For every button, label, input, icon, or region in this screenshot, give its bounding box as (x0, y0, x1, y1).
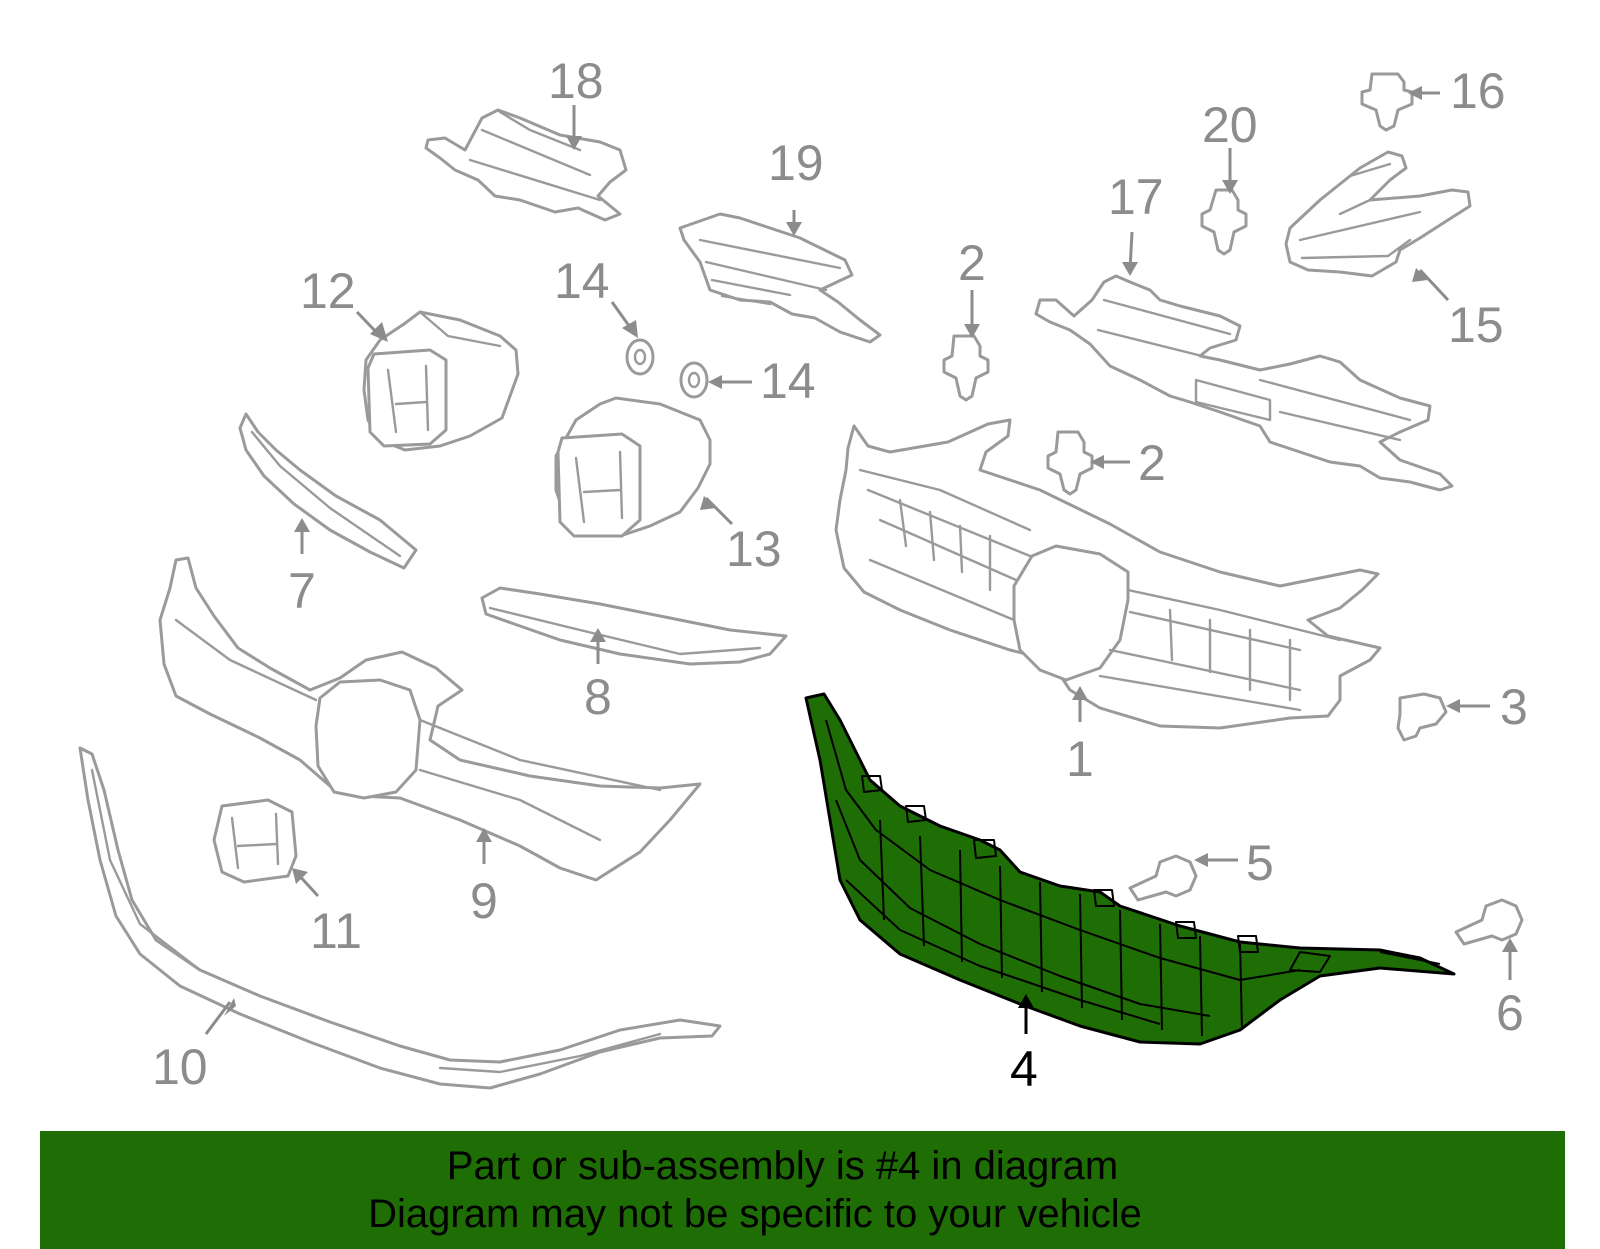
part-14-washer-b (679, 361, 709, 399)
callout-19: 19 (768, 135, 824, 191)
callout-7: 7 (288, 563, 316, 619)
part-16-clip (1360, 72, 1414, 132)
part-10-trim (78, 746, 722, 1090)
part-15-bracket (1284, 150, 1472, 278)
callout-14-upper: 14 (554, 253, 610, 309)
callout-6: 6 (1496, 985, 1524, 1041)
callout-4-highlighted: 4 (1010, 1041, 1038, 1097)
callout-11: 11 (310, 903, 362, 959)
part-18-bracket (424, 108, 628, 222)
callout-10: 10 (152, 1039, 208, 1095)
part-2-clip-lower (1046, 430, 1094, 496)
part-11-emblem (212, 798, 298, 884)
callout-3: 3 (1500, 679, 1528, 735)
callout-18: 18 (548, 53, 604, 109)
callout-16: 16 (1450, 63, 1506, 119)
part-7-trim (238, 412, 418, 570)
callout-17: 17 (1108, 169, 1164, 225)
banner-line-disclaimer: Diagram may not be specific to your vehi… (368, 1192, 1142, 1236)
callout-20: 20 (1202, 97, 1258, 153)
part-12-emblem-housing (362, 310, 520, 452)
part-6-bolt (1454, 898, 1524, 946)
callout-12: 12 (300, 263, 356, 319)
callout-14-lower: 14 (760, 353, 816, 409)
callout-labels: 18 19 16 20 17 2 12 14 14 15 2 13 7 3 8 … (152, 53, 1528, 1097)
part-8-trim (480, 586, 788, 666)
part-1-grille (834, 418, 1382, 730)
part-9-garnish (158, 556, 702, 882)
callout-2-upper: 2 (958, 235, 986, 291)
callout-9: 9 (470, 873, 498, 929)
callout-13: 13 (726, 521, 782, 577)
banner-line-part: Part or sub-assembly is #4 in diagram (446, 1144, 1119, 1188)
part-20-clip (1200, 188, 1248, 256)
part-19-bracket (678, 212, 882, 344)
part-3-clip (1396, 692, 1448, 742)
callout-15: 15 (1448, 297, 1504, 353)
callout-5: 5 (1246, 835, 1274, 891)
part-14-washer-a (625, 338, 655, 376)
part-13-emblem-housing (554, 396, 712, 538)
part-17-bracket (1034, 274, 1454, 492)
callout-1: 1 (1066, 731, 1094, 787)
callout-2-lower: 2 (1138, 435, 1166, 491)
part-4-lower-grille-highlighted (804, 692, 1456, 1046)
part-2-clip-upper (942, 334, 990, 402)
callout-8: 8 (584, 669, 612, 725)
arrow-heads (224, 86, 1518, 1016)
info-banner: Part or sub-assembly is #4 in diagram Di… (40, 1131, 1565, 1249)
part-5-bolt (1128, 854, 1198, 902)
